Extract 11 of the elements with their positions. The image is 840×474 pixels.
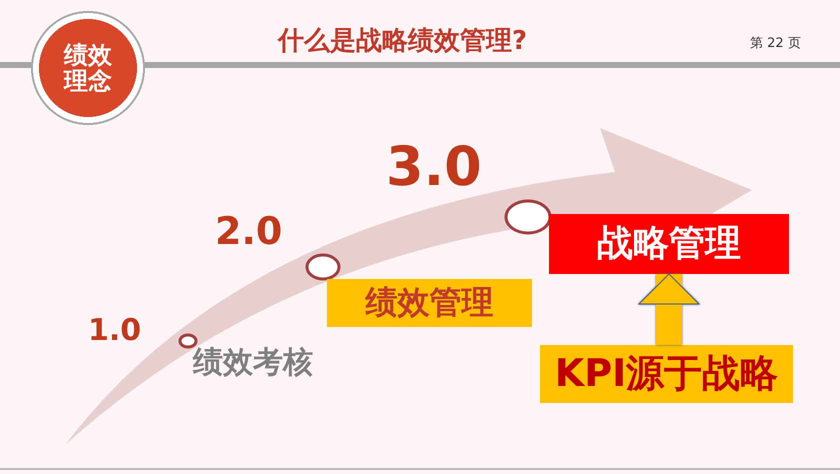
note-box: KPI源于战略 <box>540 345 793 403</box>
page-number: 第 22 页 <box>750 37 801 50</box>
version-number: 3.0 <box>386 140 482 194</box>
version-number: 1.0 <box>88 316 142 346</box>
block-arrow <box>638 274 700 345</box>
stage-label: 绩效考核 <box>193 346 313 379</box>
version-number: 2.0 <box>215 212 282 250</box>
stage-box: 战略管理 <box>549 214 789 274</box>
category-badge: 绩效理念 <box>30 10 146 126</box>
stage-box: 绩效管理 <box>327 279 532 327</box>
slide-title: 什么是战略绩效管理? <box>278 28 528 54</box>
